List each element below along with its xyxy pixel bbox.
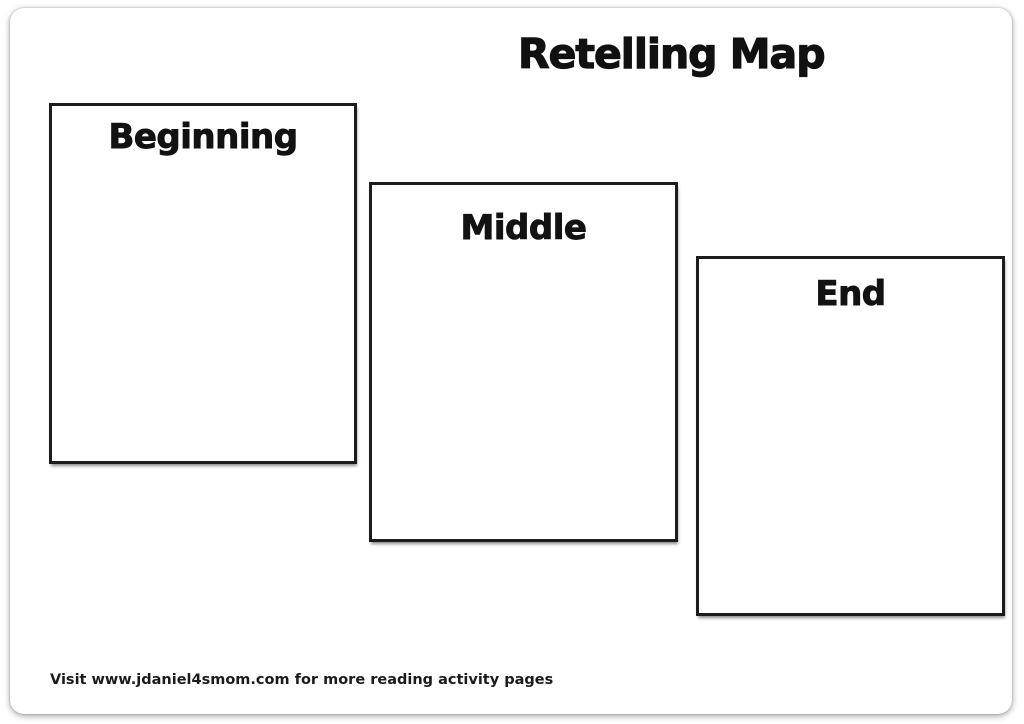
middle-box-label: Middle [460, 208, 587, 249]
middle-box: Middle [369, 182, 678, 542]
worksheet-page: Retelling Map Beginning Middle End Visit… [10, 8, 1012, 714]
page-title: Retelling Map [517, 29, 826, 78]
beginning-box-label: Beginning [108, 117, 298, 158]
end-box: End [696, 256, 1005, 616]
beginning-box: Beginning [49, 103, 357, 464]
footer-credit: Visit www.jdaniel4smom.com for more read… [50, 672, 554, 688]
end-box-label: End [815, 274, 887, 315]
